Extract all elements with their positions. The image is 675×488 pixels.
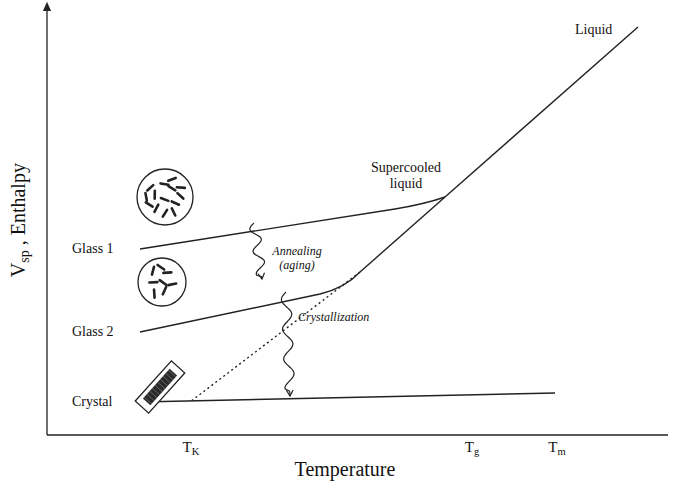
molecule xyxy=(168,178,175,181)
axis-tick-label: Tg xyxy=(457,439,487,458)
x-axis xyxy=(47,434,668,435)
molecule xyxy=(177,193,183,198)
axis-tick-label: Tm xyxy=(542,439,572,458)
label-anchor: Supercooled liquid xyxy=(366,160,446,192)
amorphous-circle xyxy=(138,258,186,306)
extrapolated-line xyxy=(190,272,360,402)
label-anchor: Tm xyxy=(542,439,572,458)
phase-label: Liquid xyxy=(575,22,625,38)
molecule xyxy=(168,283,176,285)
molecule xyxy=(146,202,153,206)
label-anchor: Glass 1 xyxy=(72,241,132,257)
crystal-line xyxy=(140,393,555,402)
curves xyxy=(140,27,638,402)
molecule xyxy=(147,185,153,190)
molecule xyxy=(172,208,176,215)
label-anchor: Liquid xyxy=(575,22,625,38)
label-anchor: Glass 2 xyxy=(72,324,132,340)
phase-label: Glass 2 xyxy=(72,324,132,340)
molecule xyxy=(153,191,156,199)
process-label: Annealing (aging) xyxy=(266,245,328,273)
phase-label: Supercooled liquid xyxy=(366,160,446,192)
axis-tick-label: TK xyxy=(176,439,206,458)
label-anchor: Vsp , Enthalpy xyxy=(7,135,33,305)
liquid-line xyxy=(445,27,638,197)
molecule xyxy=(145,193,146,201)
phase-label: Glass 1 xyxy=(72,241,132,257)
molecule xyxy=(163,287,166,294)
molecule xyxy=(161,198,168,201)
label-anchor: TK xyxy=(176,439,206,458)
label-anchor: Tg xyxy=(457,439,487,458)
label-anchor: Crystallization xyxy=(298,311,388,325)
crystal-sketch xyxy=(135,361,185,413)
molecule xyxy=(158,265,165,270)
molecule xyxy=(154,205,158,212)
process-label: Crystallization xyxy=(298,311,388,325)
y-axis xyxy=(46,6,47,435)
molecule xyxy=(161,183,169,184)
amorphous-circle xyxy=(137,169,193,225)
phase-label: Crystal xyxy=(72,394,132,410)
molecule xyxy=(163,210,167,217)
molecule-sketches xyxy=(135,169,193,413)
molecule xyxy=(160,280,166,285)
molecule xyxy=(177,186,185,189)
molecule xyxy=(172,201,179,204)
wavy-arrow xyxy=(250,223,265,279)
molecule xyxy=(149,281,157,284)
label-anchor: Annealing (aging) xyxy=(266,245,328,273)
wavy-arrow xyxy=(281,292,294,396)
axes xyxy=(47,6,668,435)
molecule xyxy=(153,290,156,298)
molecule xyxy=(163,271,171,274)
label-anchor: Temperature xyxy=(280,458,410,481)
axis-title: Temperature xyxy=(280,458,410,481)
axis-title: Vsp , Enthalpy xyxy=(7,135,33,305)
molecule xyxy=(152,267,154,275)
molecule xyxy=(168,186,175,190)
label-anchor: Crystal xyxy=(72,394,132,410)
